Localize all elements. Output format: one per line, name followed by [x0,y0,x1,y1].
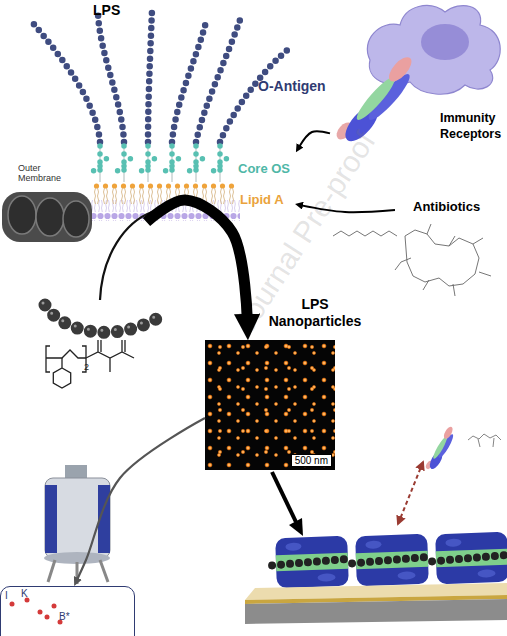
immune-cell-group: Immunity Receptors [330,0,507,145]
nmr-peak [45,615,50,620]
connector-arrow [77,418,205,580]
side-chains [395,224,491,296]
antibiotic-ligand [468,434,501,447]
o-antigen-chains [32,10,290,142]
core-os [140,145,156,182]
magnet-legs [48,560,108,584]
benzene-ring [53,358,70,388]
lipid-a-layer [92,183,237,204]
barrel-pore [63,201,89,237]
binding-arrow [398,462,423,524]
fatty-tail [333,231,397,236]
nmr-spectrum-box: I K B* [0,586,135,636]
nmr-peaks [10,598,63,625]
peak-label: I [5,590,8,601]
sensor-substrate [245,599,507,624]
o-antigen-chain [172,22,206,142]
o-antigen-chain [196,20,240,142]
arrow-head [289,518,303,536]
o-antigen-chain [98,14,124,142]
barrel-pore [8,196,36,234]
bracket [46,346,50,372]
o-antigen-chain [148,10,152,142]
arrow-shaft [272,472,296,522]
afm-image: LPS Nanoparticles500 nm [205,340,335,470]
o-antigen-chain [220,48,290,142]
barrel-pore [36,198,64,236]
nanodisc [271,536,353,589]
magnet-body [45,478,110,558]
group-label: Immunity Receptors [440,110,506,142]
afm-particles [205,340,335,470]
afm-particles [205,340,335,470]
outer-membrane-protein [2,192,92,242]
subscript: 2 [84,362,89,372]
core-os [164,145,180,182]
nmr-peak [52,604,57,609]
peak-label: B* [59,611,70,622]
connector-arrow [299,131,330,146]
afm-background [205,340,335,470]
o-antigen-chain [32,22,100,142]
sma-polymer-beads [45,305,158,332]
part-label: Core OS [238,161,290,176]
core-oligosaccharides [92,145,228,182]
part-label: O-Antigen [258,78,326,94]
sma-structure [46,340,134,388]
barrel-body [2,192,92,242]
core-os [212,145,228,182]
magnet-top [65,465,87,479]
peak-label: K [21,588,28,599]
maleic-unit [86,340,134,372]
connector-arrow [147,200,248,322]
lps-molecule-group: LPS [25,2,295,222]
core-os [92,145,108,182]
nanodisc [351,534,433,587]
magnet-band [45,485,57,553]
scale-bar-label: 500 nm [291,454,332,467]
magnet-band [98,485,110,553]
cell-nucleus [421,24,469,60]
peptide-ring [405,230,479,286]
part-label: Lipid A [240,192,284,207]
polymer-path [100,212,152,300]
nmr-spectrometer [44,465,110,584]
part-label: Outer Membrane [18,163,70,183]
bead-highlight [43,303,156,330]
receptor-ligand [425,425,459,472]
nmr-peak [10,602,15,607]
core-os [116,145,132,182]
backbone [46,350,86,358]
antibiotic-group: Antibiotics [395,195,507,225]
group-title: LPS [93,2,120,18]
antibiotic-structure [333,224,491,296]
nanodisc [431,532,507,585]
group-label: Antibiotics [413,199,480,214]
nmr-peak [38,610,43,615]
core-os [188,145,204,182]
